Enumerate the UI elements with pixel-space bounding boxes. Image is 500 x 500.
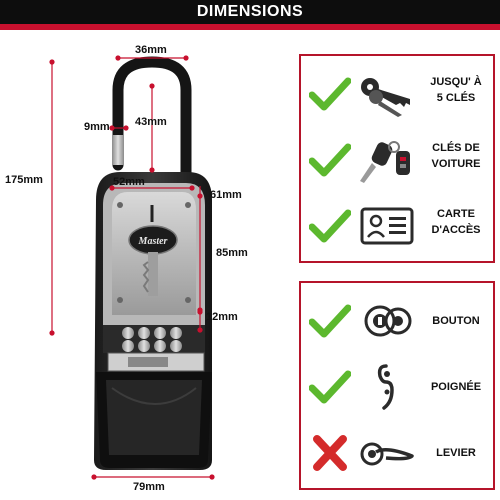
screw bbox=[185, 297, 191, 303]
screw bbox=[185, 202, 191, 208]
key-blade bbox=[148, 252, 158, 296]
door-row-knob: BOUTON bbox=[301, 291, 493, 351]
dim-inner-height: 85mm bbox=[216, 247, 248, 259]
capacity-row-access-card: CARTE D'ACCÈS bbox=[301, 196, 493, 256]
check-icon bbox=[309, 209, 351, 243]
car-keys-icon bbox=[360, 141, 410, 183]
key-teeth bbox=[142, 261, 150, 293]
door-handle-icon bbox=[377, 364, 394, 410]
lever-handle-icon bbox=[360, 442, 414, 466]
access-card-icon bbox=[360, 207, 414, 245]
check-icon bbox=[309, 143, 351, 177]
keypad-housing bbox=[103, 325, 205, 353]
door-knob-icon bbox=[364, 305, 412, 337]
shackle bbox=[112, 56, 192, 194]
check-icon bbox=[309, 77, 351, 111]
dim-button-depth: 12mm bbox=[206, 311, 238, 323]
screw bbox=[117, 202, 123, 208]
capacity-row-keys: JUSQU' À 5 CLÉS bbox=[301, 64, 493, 124]
dim-base-width: 79mm bbox=[133, 481, 165, 493]
dim-shackle-height: 43mm bbox=[135, 116, 167, 128]
header-banner: DIMENSIONS bbox=[0, 0, 500, 30]
lock-box-illustration: Master bbox=[49, 55, 215, 480]
banner-black-bar bbox=[0, 0, 500, 24]
check-icon bbox=[309, 304, 351, 338]
shackle-pin bbox=[112, 135, 124, 165]
screw bbox=[117, 297, 123, 303]
banner-title: DIMENSIONS bbox=[196, 3, 304, 20]
cross-icon bbox=[313, 435, 347, 471]
dim-total-height: 175mm bbox=[5, 174, 43, 186]
dim-shackle-width: 36mm bbox=[135, 44, 167, 56]
capacity-panel: JUSQU' À 5 CLÉS CLÉS DE VOITURE bbox=[299, 54, 495, 263]
door-row-lever: LEVIER bbox=[301, 423, 493, 483]
dim-inner-depth: 61mm bbox=[210, 189, 242, 201]
keypad-buttons bbox=[122, 327, 182, 352]
door-lever-label: LEVIER bbox=[436, 447, 476, 459]
door-knob-label: BOUTON bbox=[432, 315, 480, 327]
door-row-handle: POIGNÉE bbox=[301, 357, 493, 417]
capacity-row-car-keys: CLÉS DE VOITURE bbox=[301, 130, 493, 190]
capacity-access-card-label: CARTE D'ACCÈS bbox=[431, 208, 481, 236]
capacity-car-keys-label: CLÉS DE VOITURE bbox=[431, 142, 481, 170]
capacity-keys-label: JUSQU' À 5 CLÉS bbox=[430, 76, 482, 104]
door-handle-label: POIGNÉE bbox=[430, 381, 482, 393]
check-icon bbox=[309, 370, 351, 404]
key-logo-text: Master bbox=[138, 236, 168, 247]
dim-shackle-gap: 9mm bbox=[84, 121, 110, 133]
keys-icon bbox=[361, 78, 410, 117]
door-hardware-panel: BOUTON POIGNÉE LEVIER bbox=[299, 281, 495, 490]
banner-red-stripe bbox=[0, 24, 500, 30]
dim-inner-width: 52mm bbox=[113, 176, 145, 188]
